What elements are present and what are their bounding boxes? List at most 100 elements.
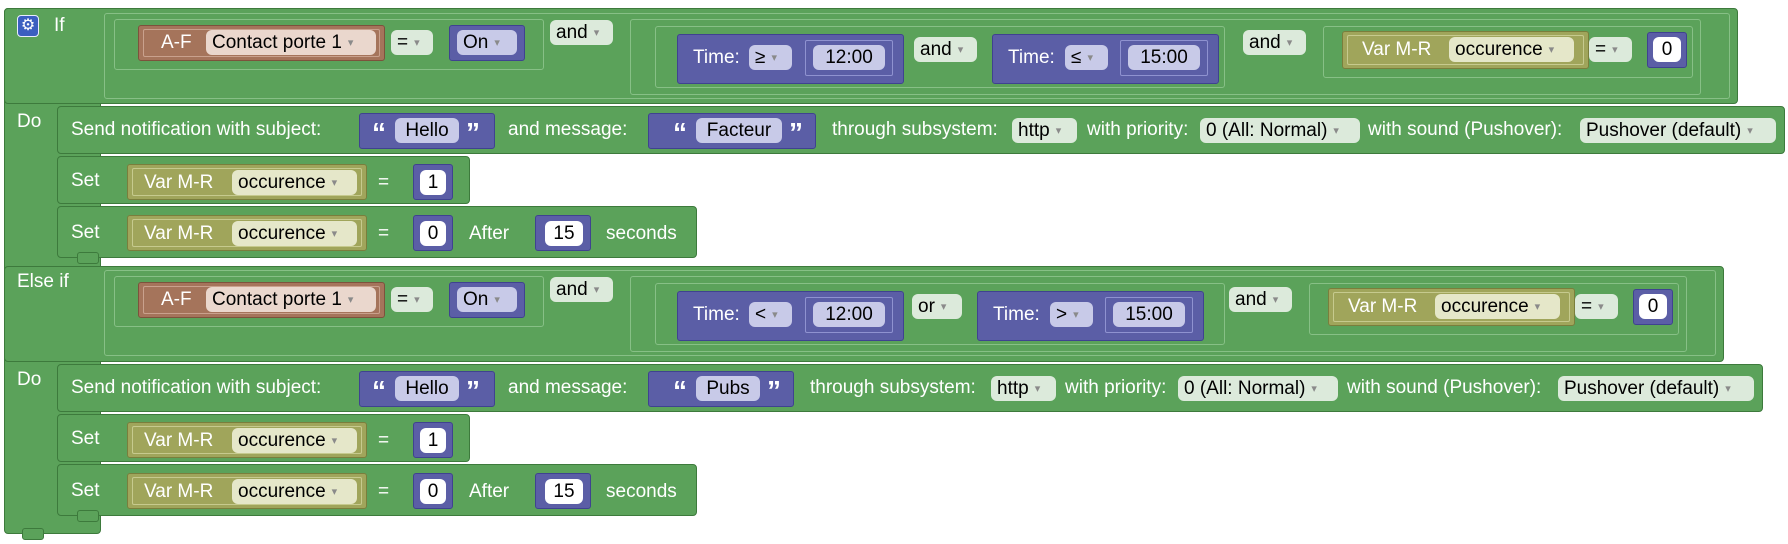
chevron-down-icon: ▾ [1612, 44, 1618, 56]
send-notification-block[interactable] [57, 106, 1785, 154]
logic-join-dropdown[interactable]: and▾ [1243, 30, 1306, 55]
number-field[interactable]: 1 [420, 170, 446, 195]
time-value-field[interactable]: 15:00 [1128, 45, 1200, 70]
variable-dropdown[interactable]: occurence▾ [1435, 294, 1560, 319]
seconds-label: seconds [606, 481, 677, 502]
variable-prefix: Var M-R [144, 172, 214, 193]
variable-prefix: Var M-R [1362, 39, 1432, 60]
send-notification-block[interactable] [57, 364, 1763, 412]
do-label-1: Do [17, 111, 42, 132]
message-field[interactable]: Facteur [696, 118, 782, 143]
time-value-field[interactable]: 12:00 [813, 45, 885, 70]
number-field[interactable]: 0 [1653, 37, 1681, 62]
time-join-dropdown[interactable]: or▾ [912, 294, 962, 319]
message-label: and message: [508, 377, 628, 398]
state-dropdown[interactable]: On▾ [457, 30, 517, 55]
chevron-down-icon: ▾ [940, 301, 947, 313]
subsystem-label: through subsystem: [810, 377, 976, 398]
gear-icon[interactable]: ⚙ [17, 15, 39, 37]
variable-prefix: Var M-R [144, 430, 214, 451]
priority-label: with priority: [1065, 377, 1167, 398]
subject-field[interactable]: Hello [395, 118, 459, 143]
open-quote-icon: “ [372, 117, 386, 148]
operator-dropdown[interactable]: =▾ [391, 287, 433, 312]
subject-field[interactable]: Hello [395, 376, 459, 401]
time-label: Time: [693, 47, 740, 68]
chevron-down-icon: ▾ [1055, 125, 1062, 137]
chevron-down-icon: ▾ [1286, 37, 1293, 49]
variable-dropdown[interactable]: occurence▾ [232, 170, 357, 195]
equals-label: = [378, 172, 390, 193]
priority-dropdown[interactable]: 0 (All: Normal)▾ [1178, 376, 1338, 401]
chevron-down-icon: ▾ [1311, 383, 1317, 395]
logic-join-dropdown[interactable]: and▾ [550, 277, 613, 302]
chevron-down-icon: ▾ [494, 294, 500, 306]
variable-dropdown[interactable]: occurence▾ [232, 428, 357, 453]
chevron-down-icon: ▾ [957, 44, 964, 56]
set-label: Set [71, 170, 100, 191]
chevron-down-icon: ▾ [347, 294, 354, 306]
number-field[interactable]: 0 [1639, 294, 1667, 319]
subsystem-dropdown[interactable]: http▾ [1012, 118, 1077, 143]
variable-dropdown[interactable]: occurence▾ [1449, 37, 1574, 62]
chevron-down-icon: ▾ [331, 177, 338, 189]
chevron-down-icon: ▾ [1534, 301, 1541, 313]
after-label: After [469, 223, 510, 244]
chevron-down-icon: ▾ [1333, 125, 1339, 137]
number-field[interactable]: 1 [420, 428, 446, 453]
chevron-down-icon: ▾ [1548, 44, 1555, 56]
number-field[interactable]: 0 [420, 221, 446, 246]
time-operator-dropdown[interactable]: >▾ [1050, 302, 1093, 327]
logic-join-dropdown[interactable]: and▾ [1229, 287, 1292, 312]
time-join-dropdown[interactable]: and▾ [914, 37, 977, 62]
block-bottom-tab [77, 252, 99, 264]
device-dropdown[interactable]: Contact porte 1▾ [206, 30, 376, 55]
time-operator-dropdown[interactable]: <▾ [749, 302, 792, 327]
block-bottom-tab [77, 510, 99, 522]
chevron-down-icon: ▾ [771, 52, 777, 64]
variable-dropdown[interactable]: occurence▾ [232, 221, 357, 246]
open-quote-icon: “ [673, 375, 687, 406]
delay-field[interactable]: 15 [545, 221, 583, 246]
close-quote-icon: ” [789, 117, 803, 148]
chevron-down-icon: ▾ [1073, 309, 1079, 321]
time-operator-dropdown[interactable]: ≤▾ [1065, 45, 1108, 70]
subject-label: Send notification with subject: [71, 377, 322, 398]
message-label: and message: [508, 119, 628, 140]
time-operator-dropdown[interactable]: ≥▾ [749, 45, 792, 70]
chevron-down-icon: ▾ [593, 27, 600, 39]
variable-dropdown[interactable]: occurence▾ [232, 479, 357, 504]
logic-join-dropdown[interactable]: and▾ [550, 20, 613, 45]
time-value-field[interactable]: 12:00 [813, 302, 885, 327]
sound-label: with sound (Pushover): [1368, 119, 1563, 140]
chevron-down-icon: ▾ [347, 37, 354, 49]
chevron-down-icon: ▾ [1034, 383, 1041, 395]
operator-dropdown[interactable]: =▾ [1589, 37, 1632, 62]
operator-dropdown[interactable]: =▾ [1575, 294, 1618, 319]
number-field[interactable]: 0 [420, 479, 446, 504]
chevron-down-icon: ▾ [1272, 294, 1279, 306]
subsystem-dropdown[interactable]: http▾ [991, 376, 1056, 401]
device-dropdown[interactable]: Contact porte 1▾ [206, 287, 376, 312]
chevron-down-icon: ▾ [331, 228, 338, 240]
time-label: Time: [1008, 47, 1055, 68]
device-prefix: A-F [161, 289, 192, 310]
else-if-label: Else if [17, 271, 69, 292]
chevron-down-icon: ▾ [414, 294, 420, 306]
sound-dropdown[interactable]: Pushover (default)▾ [1580, 118, 1776, 143]
sound-label: with sound (Pushover): [1347, 377, 1542, 398]
do-label-2: Do [17, 369, 42, 390]
message-field[interactable]: Pubs [696, 376, 760, 401]
sound-dropdown[interactable]: Pushover (default)▾ [1558, 376, 1754, 401]
state-dropdown[interactable]: On▾ [457, 287, 517, 312]
variable-prefix: Var M-R [144, 223, 214, 244]
time-value-field[interactable]: 15:00 [1113, 302, 1185, 327]
time-label: Time: [993, 304, 1040, 325]
close-quote-icon: ” [466, 375, 480, 406]
operator-dropdown[interactable]: =▾ [391, 30, 433, 55]
priority-label: with priority: [1087, 119, 1189, 140]
delay-field[interactable]: 15 [545, 479, 583, 504]
variable-prefix: Var M-R [1348, 296, 1418, 317]
equals-label: = [378, 223, 390, 244]
priority-dropdown[interactable]: 0 (All: Normal)▾ [1200, 118, 1360, 143]
